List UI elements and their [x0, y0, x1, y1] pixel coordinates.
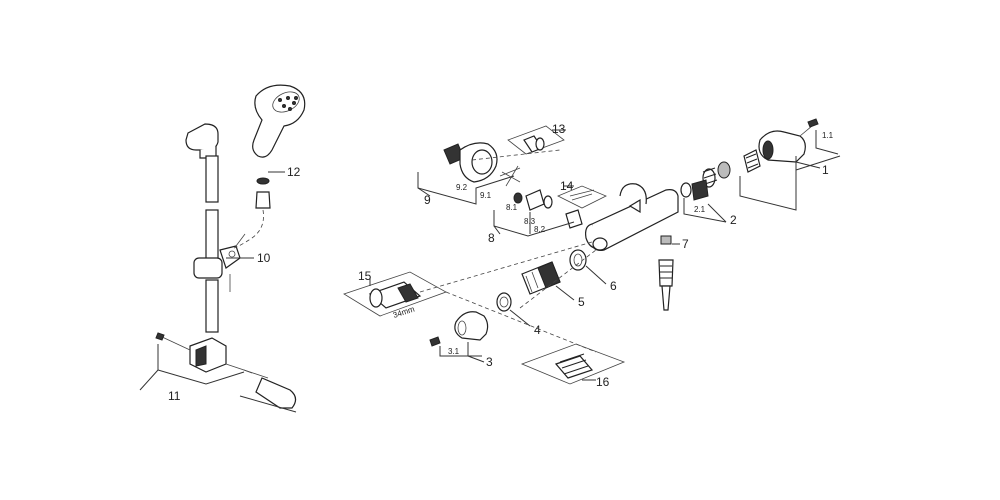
sliding-holder — [193, 245, 241, 292]
label-12: 12 — [287, 165, 301, 179]
bottom-wall-bracket — [155, 332, 297, 409]
label-3-1: 3.1 — [448, 347, 460, 356]
tool-kit — [557, 185, 607, 209]
label-16: 16 — [596, 375, 610, 389]
handle-cap-assembly — [702, 118, 819, 188]
label-6: 6 — [610, 279, 617, 293]
spare-valve-kit — [520, 343, 626, 385]
hose-nut — [255, 191, 271, 209]
hose-washer — [256, 177, 270, 185]
label-2: 2 — [730, 213, 737, 227]
eccentric-connector — [680, 179, 709, 201]
label-8-2: 8.2 — [534, 225, 546, 234]
outlet-hose-connector — [658, 235, 674, 311]
wall-escutcheon-set — [443, 142, 521, 187]
temperature-handle — [429, 311, 489, 347]
label-14: 14 — [560, 179, 574, 193]
label-10: 10 — [257, 251, 271, 265]
cartridge-nut — [569, 249, 587, 271]
label-dim-34mm: 34mm — [392, 304, 416, 320]
label-7: 7 — [682, 237, 689, 251]
mixer-body — [585, 183, 679, 251]
label-9-2: 9.2 — [456, 183, 468, 192]
label-8-1: 8.1 — [506, 203, 518, 212]
label-1-1: 1.1 — [822, 131, 834, 140]
label-15: 15 — [358, 269, 372, 283]
label-8-3: 8.3 — [524, 217, 536, 226]
label-2-1: 2.1 — [694, 205, 706, 214]
check-valve-kit — [507, 125, 565, 155]
label-13: 13 — [552, 122, 566, 136]
shower-rail-assembly — [139, 84, 306, 413]
stop-ring — [496, 292, 512, 312]
label-4: 4 — [534, 323, 541, 337]
label-3: 3 — [486, 355, 493, 369]
thermostat-cartridge — [521, 261, 561, 295]
label-9: 9 — [424, 193, 431, 207]
slide-rail-lower — [205, 279, 219, 333]
slide-rail-upper — [205, 155, 219, 203]
label-5: 5 — [578, 295, 585, 309]
spare-cartridge-kit — [343, 271, 447, 317]
label-8: 8 — [488, 231, 495, 245]
top-wall-bracket — [185, 123, 219, 159]
label-1: 1 — [822, 163, 829, 177]
label-9-1: 9.1 — [480, 191, 492, 200]
slide-rail-middle — [205, 209, 219, 261]
hand-shower — [252, 84, 306, 158]
label-11: 11 — [168, 389, 181, 403]
